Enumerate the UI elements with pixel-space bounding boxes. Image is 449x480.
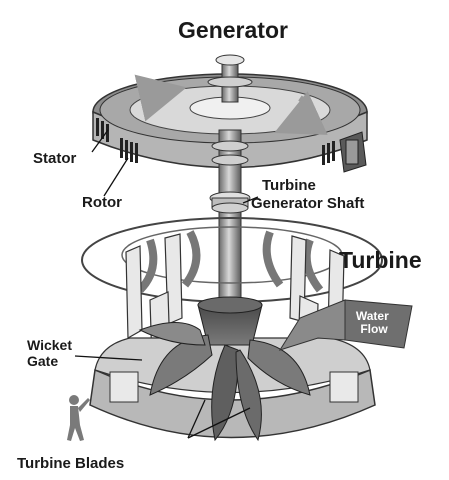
stator-coils-left xyxy=(96,118,138,163)
label-wicket-gate: Wicket Gate xyxy=(27,337,76,369)
label-turbine-generator-shaft: Turbine Generator Shaft xyxy=(251,177,364,212)
water-flow-label: Water Flow xyxy=(356,309,392,336)
turbine-runner xyxy=(138,296,311,442)
top-shaft-cap xyxy=(215,54,245,66)
rotation-arrow-right xyxy=(274,91,328,135)
label-turbine-blades: Turbine Blades xyxy=(17,455,124,472)
label-turbine: Turbine xyxy=(339,247,422,273)
generator-assembly xyxy=(92,54,368,173)
label-stator: Stator xyxy=(33,150,77,167)
person-silhouette xyxy=(67,395,90,441)
turbine-generator-shaft xyxy=(209,129,251,321)
rotation-arrow-left xyxy=(134,74,187,122)
top-collar xyxy=(207,76,253,88)
label-rotor: Rotor xyxy=(82,194,122,211)
water-flow-arrow: Water Flow xyxy=(278,299,413,351)
label-generator: Generator xyxy=(178,17,288,43)
stator-coils-right xyxy=(322,141,335,165)
turbine-blades xyxy=(138,322,311,442)
stator-cutaway-face xyxy=(345,139,359,165)
leader-lines xyxy=(74,129,259,439)
